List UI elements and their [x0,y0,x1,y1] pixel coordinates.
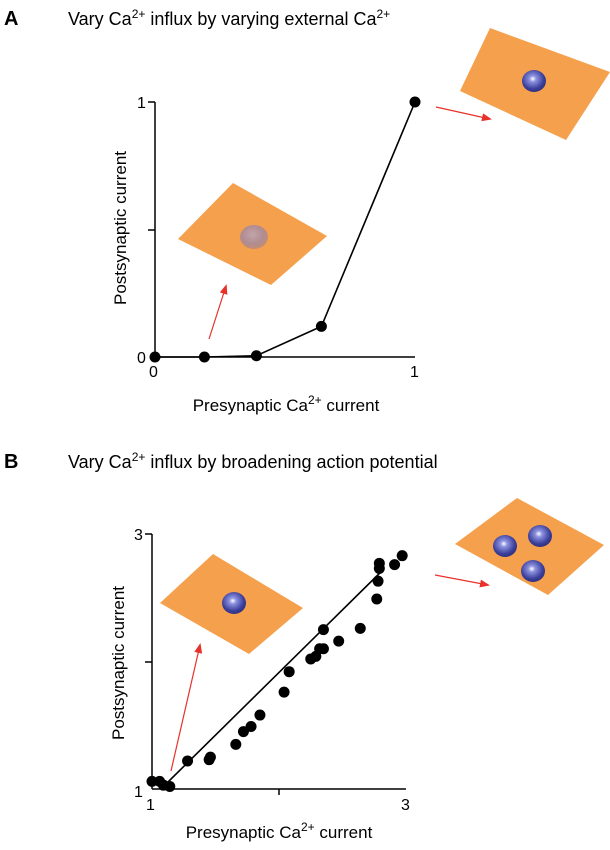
panel-b-data-point [396,550,408,562]
plate-icon-faint-channel [178,183,327,285]
panel-letter-a: A [4,8,18,30]
panel-a-xlabel: Presynaptic Ca2+ current [193,393,380,415]
panel-b-data-point [283,666,295,678]
red-arrow-b-left [170,643,203,772]
panel-b-ytick-3: 3 [134,527,143,544]
panel-b-data-point [373,557,385,569]
panel-b-data-point [278,686,290,698]
panel-a-title: Vary Ca2+ influx by varying external Ca2… [68,7,390,29]
panel-b-ytick-1: 1 [134,784,143,801]
panel-b-ylabel: Postsynaptic current [109,586,128,740]
panel-a-xtick-0: 0 [149,364,158,381]
panel-b-data-point [245,721,257,733]
plate-icon-one-channel [460,28,610,140]
panel-b-data-point [204,751,216,763]
panel-b-xtick-1: 1 [146,797,155,814]
panel-b-title: Vary Ca2+ influx by broadening action po… [68,450,438,472]
panel-b-data-point [371,593,383,605]
panel-b-xtick-3: 3 [401,797,410,814]
red-arrow-a-left [208,284,228,340]
plate-icon-three-channels [455,498,604,595]
panel-a-data-point [315,320,327,332]
panel-b-xlabel: Presynaptic Ca2+ current [186,820,373,842]
panel-b-fit-line [160,571,382,790]
panel-a-data-point [149,351,161,363]
panel-a: A Vary Ca2+ influx by varying external C… [4,7,610,415]
panel-b-data-point [146,775,158,787]
panel-b-data-point [333,635,345,647]
panel-a-data-point [409,96,421,108]
panel-b-data-point [389,559,401,571]
panel-a-ytick-0: 0 [137,350,146,367]
panel-b-data-point [317,624,329,636]
panel-b-data-point [372,575,384,587]
plate-icon-one-channel-b [160,554,303,654]
panel-a-data-point [250,350,262,362]
panel-a-ytick-1: 1 [137,95,146,112]
panel-b-plot [146,550,408,792]
panel-b-data-point [182,755,194,767]
panel-b-data-point [230,738,242,750]
panel-a-ylabel: Postsynaptic current [111,151,130,305]
panel-b-data-point [164,780,176,792]
panel-b-data-point [254,709,266,721]
panel-b-data-point [317,643,329,655]
red-arrow-a-right [435,106,492,122]
panel-b: B Vary Ca2+ influx by broadening action … [4,450,604,842]
red-arrow-b-right [434,574,490,588]
panel-b-data-point [354,622,366,634]
panel-letter-b: B [4,451,18,473]
panel-a-data-point [198,351,210,363]
panel-a-plot [149,96,421,363]
panel-a-xtick-1: 1 [410,364,419,381]
